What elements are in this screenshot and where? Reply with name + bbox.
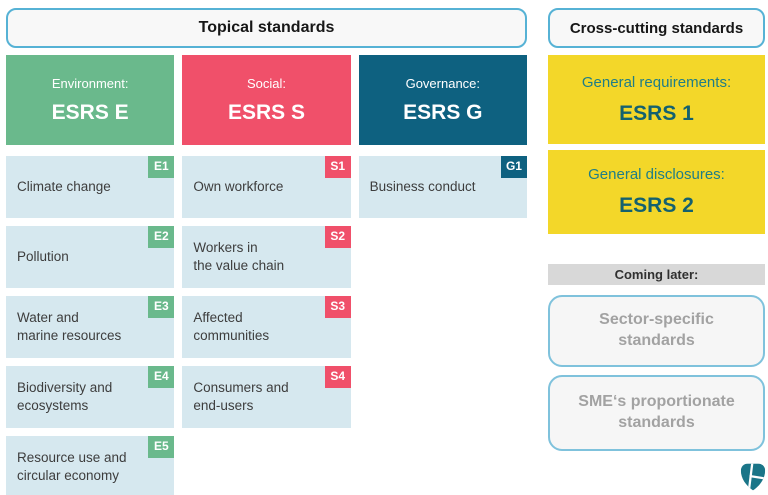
column-governance: Governance: ESRS G Business conduct G1 [358, 55, 527, 495]
card-e1: Climate change E1 [6, 156, 175, 218]
column-label: Environment: [51, 75, 129, 91]
column-label: Social: [246, 75, 286, 91]
esrs-1-label: General requirements: [581, 73, 732, 91]
sector-specific-standards-box: Sector-specific standards [548, 295, 765, 367]
card-s1: Own workforce S1 [182, 156, 351, 218]
badge-e4: E4 [148, 366, 175, 388]
badge-g1: G1 [500, 156, 527, 178]
sector-specific-standards-label: Sector-specific standards [599, 311, 714, 349]
column-code: ESRS E [51, 100, 129, 124]
badge-s4: S4 [324, 366, 351, 388]
coming-later-bar: Coming later: [548, 264, 765, 285]
card-label: Workers in the value chain [193, 240, 285, 273]
column-code: ESRS S [227, 100, 305, 124]
badge-s3: S3 [324, 296, 351, 318]
cross-cutting-title: Cross-cutting standards [569, 19, 744, 37]
card-label: Business conduct [369, 179, 476, 195]
brand-leaf-shield-logo-icon [740, 463, 766, 491]
card-e3: Water and marine resources E3 [6, 296, 175, 358]
sme-proportionate-standards-box: SME‘s proportionate standards [548, 375, 765, 451]
card-g1: Business conduct G1 [358, 156, 527, 218]
column-social: Social: ESRS S Own workforce S1 Workers … [182, 55, 351, 495]
column-header-environment: Environment: ESRS E [6, 55, 175, 145]
sme-proportionate-standards-label: SME‘s proportionate standards [578, 393, 735, 431]
column-header-governance: Governance: ESRS G [358, 55, 527, 145]
column-label: Governance: [405, 75, 481, 91]
card-label: Climate change [17, 179, 111, 195]
column-header-social: Social: ESRS S [182, 55, 351, 145]
card-label: Own workforce [193, 179, 284, 195]
card-label: Water and marine resources [17, 310, 122, 343]
topical-title-box: Topical standards [6, 8, 527, 48]
card-label: Pollution [17, 249, 69, 265]
cross-cutting-title-box: Cross-cutting standards [548, 8, 765, 48]
card-s3: Affected communities S3 [182, 296, 351, 358]
topical-title: Topical standards [198, 19, 335, 36]
esrs-1-box: General requirements: ESRS 1 [548, 55, 765, 144]
column-environment: Environment: ESRS E Climate change E1 Po… [6, 55, 175, 495]
coming-later-label: Coming later: [614, 267, 699, 282]
column-code: ESRS G [403, 100, 483, 124]
esrs-1-code: ESRS 1 [619, 101, 694, 125]
card-e4: Biodiversity and ecosystems E4 [6, 366, 175, 428]
badge-s2: S2 [324, 226, 351, 248]
esrs-2-box: General disclosures: ESRS 2 [548, 150, 765, 234]
esrs-2-label: General disclosures: [588, 166, 725, 183]
card-e5: Resource use and circular economy E5 [6, 436, 175, 495]
card-label: Consumers and end-users [193, 380, 289, 413]
topical-columns: Environment: ESRS E Climate change E1 Po… [6, 55, 527, 495]
card-label: Affected communities [193, 310, 270, 343]
card-label: Resource use and circular economy [17, 450, 127, 483]
card-label: Biodiversity and ecosystems [17, 380, 113, 413]
badge-e2: E2 [148, 226, 175, 248]
card-s4: Consumers and end-users S4 [182, 366, 351, 428]
cross-cutting-section: Cross-cutting standards General requirem… [548, 8, 765, 451]
card-e2: Pollution E2 [6, 226, 175, 288]
badge-s1: S1 [324, 156, 351, 178]
badge-e3: E3 [148, 296, 175, 318]
card-s2: Workers in the value chain S2 [182, 226, 351, 288]
badge-e5: E5 [148, 436, 175, 458]
topical-section: Topical standards Environment: ESRS E Cl… [6, 8, 527, 495]
esrs-2-code: ESRS 2 [619, 194, 694, 217]
badge-e1: E1 [148, 156, 175, 178]
